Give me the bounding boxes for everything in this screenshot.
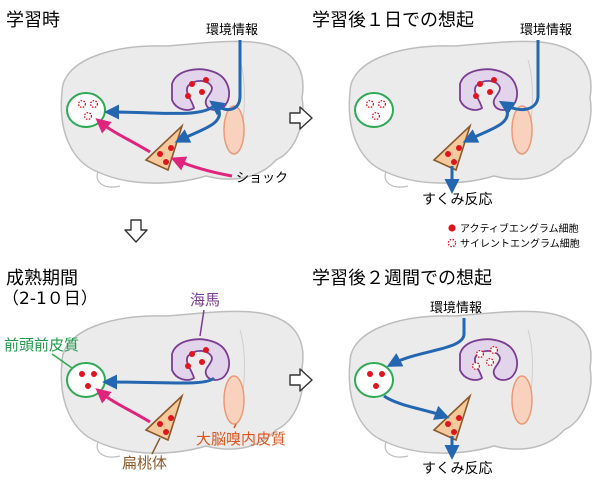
active-cell [79, 371, 85, 377]
panel-learning: 学習時 環境情報 ショック [6, 10, 304, 188]
silent-cell [77, 99, 87, 109]
active-cell [185, 93, 191, 99]
active-cell [85, 383, 91, 389]
silent-cell [371, 111, 381, 121]
active-cell [451, 429, 457, 435]
entorhinal-cortex [511, 375, 533, 425]
entorhinal-leader-line [233, 423, 237, 429]
silent-cell [485, 357, 495, 367]
panel-maturation-period: （2-1０日） [2, 289, 98, 309]
active-cell [451, 159, 457, 165]
active-cell [473, 93, 479, 99]
silent-cell [377, 99, 387, 109]
active-cell [203, 347, 209, 353]
active-cell [91, 371, 97, 377]
active-cell [491, 77, 497, 83]
active-cell [157, 151, 163, 157]
active-cell [445, 151, 451, 157]
active-cell [487, 89, 493, 95]
panel-recall-week2-title: 学習後２週間での想起 [312, 268, 492, 289]
active-cell [199, 359, 205, 365]
entorhinal-label: 大脳嗅内皮質 [196, 430, 286, 448]
legend: アクティブエングラム細胞 サイレントエングラム細胞 [447, 222, 580, 250]
active-cell [163, 429, 169, 435]
silent-cell [365, 99, 375, 109]
amygdala-label: 扁桃体 [122, 454, 167, 472]
outline-arrow-icon [124, 219, 148, 243]
environment-label: 環境情報 [520, 23, 572, 38]
legend-active-marker [448, 224, 456, 232]
entorhinal-cortex [223, 105, 245, 155]
amygdala-to-prefrontal-arrow [95, 388, 151, 424]
shock-input-arrow [170, 156, 233, 178]
active-cell [445, 421, 451, 427]
active-cell [189, 351, 195, 357]
active-cell [199, 89, 205, 95]
prefrontal-cortex [66, 92, 106, 128]
amygdala-leader-line [151, 437, 161, 455]
active-cell [189, 81, 195, 87]
hippocampus-label: 海馬 [190, 291, 220, 309]
panel-learning-title: 学習時 [6, 10, 60, 31]
panel-recall-day1-title: 学習後１日での想起 [312, 10, 474, 31]
legend-active-label: アクティブエングラム細胞 [460, 222, 579, 235]
panel-recall-week2: 学習後２週間での想起 環境情報 すくみ反応 [312, 268, 592, 477]
prefrontal-cortex [354, 92, 394, 128]
active-cell [373, 383, 379, 389]
freezing-response-label: すくみ反応 [422, 192, 493, 208]
shock-label: ショック [236, 171, 288, 186]
panel-maturation: 成熟期間 （2-1０日） 海馬 前頭前皮質 扁桃体 大脳嗅 [2, 268, 304, 472]
prefrontal-leader-line [51, 353, 73, 369]
entorhinal-cortex [223, 375, 245, 425]
panel-recall-day1: 学習後１日での想起 環境情報 すくみ反応 [312, 10, 592, 208]
silent-cell [475, 349, 485, 359]
active-cell [168, 415, 174, 421]
prefrontal-cortex [354, 362, 394, 398]
silent-cell [83, 111, 93, 121]
prefrontal-cortex [66, 362, 106, 398]
active-cell [163, 159, 169, 165]
environment-input-arrow [498, 40, 540, 116]
active-cell [203, 77, 209, 83]
hippocampus-leader-line [199, 309, 205, 337]
environment-input-arrow [386, 318, 466, 367]
environment-input-arrow [209, 40, 242, 116]
panel-maturation-title: 成熟期間 [6, 268, 78, 289]
active-cell [477, 81, 483, 87]
entorhinal-cortex [511, 105, 533, 155]
hippocampus-to-amygdala-arrow [462, 107, 509, 143]
active-cell [157, 421, 163, 427]
prefrontal-to-amygdala-arrow [383, 394, 450, 420]
hippocampus-to-prefrontal-arrow [102, 374, 216, 390]
active-cell [456, 415, 462, 421]
active-cell [367, 371, 373, 377]
environment-label: 環境情報 [206, 23, 258, 38]
silent-cell [471, 361, 481, 371]
prefrontal-label: 前頭前皮質 [4, 336, 79, 354]
legend-silent-marker [447, 238, 457, 248]
environment-label: 環境情報 [430, 301, 482, 316]
active-cell [456, 145, 462, 151]
silent-cell [489, 345, 499, 355]
freezing-response-label: すくみ反応 [422, 461, 493, 477]
silent-cell [89, 99, 99, 109]
amygdala-to-prefrontal-arrow [95, 118, 151, 154]
active-cell [379, 371, 385, 377]
hippocampus-to-prefrontal-arrow [104, 104, 215, 120]
hippocampus-to-amygdala-arrow [174, 107, 221, 143]
legend-silent-label: サイレントエングラム細胞 [460, 237, 580, 250]
active-cell [168, 145, 174, 151]
active-cell [185, 363, 191, 369]
